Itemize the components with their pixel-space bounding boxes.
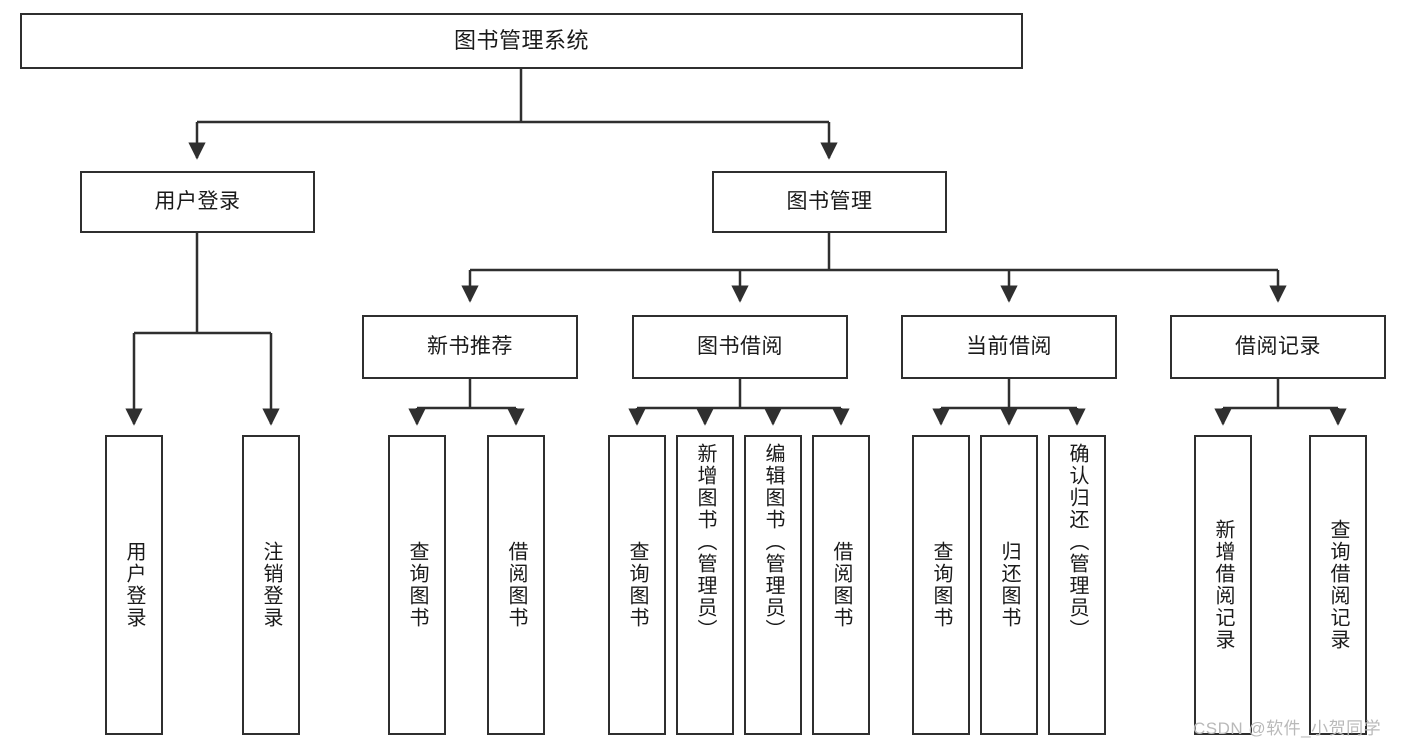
leaf-query-book-3[interactable]: 查询图书 bbox=[912, 435, 970, 735]
node-root-system[interactable]: 图书管理系统 bbox=[20, 13, 1023, 69]
node-label: 用户登录 bbox=[123, 541, 145, 629]
node-label: 图书管理系统 bbox=[453, 28, 589, 54]
leaf-borrow-book-2[interactable]: 借阅图书 bbox=[812, 435, 870, 735]
node-label: 编辑图书（管理员） bbox=[762, 443, 784, 641]
leaf-query-record[interactable]: 查询借阅记录 bbox=[1309, 435, 1367, 735]
leaf-add-book[interactable]: 新增图书（管理员） bbox=[676, 435, 734, 735]
leaf-query-book-2[interactable]: 查询图书 bbox=[608, 435, 666, 735]
node-label: 借阅图书 bbox=[830, 541, 852, 629]
node-borrow-record[interactable]: 借阅记录 bbox=[1170, 315, 1386, 379]
node-label: 查询图书 bbox=[626, 541, 648, 629]
node-book-borrow[interactable]: 图书借阅 bbox=[632, 315, 848, 379]
leaf-borrow-book-1[interactable]: 借阅图书 bbox=[487, 435, 545, 735]
node-label: 用户登录 bbox=[154, 189, 241, 213]
node-new-book-recommend[interactable]: 新书推荐 bbox=[362, 315, 578, 379]
node-label: 图书借阅 bbox=[697, 334, 783, 358]
node-label: 借阅记录 bbox=[1235, 334, 1321, 358]
node-label: 当前借阅 bbox=[966, 334, 1052, 358]
node-user-login[interactable]: 用户登录 bbox=[80, 171, 315, 233]
leaf-edit-book[interactable]: 编辑图书（管理员） bbox=[744, 435, 802, 735]
node-label: 新增借阅记录 bbox=[1212, 519, 1234, 651]
node-label: 借阅图书 bbox=[505, 541, 527, 629]
node-label: 查询图书 bbox=[930, 541, 952, 629]
node-label: 归还图书 bbox=[998, 541, 1020, 629]
node-book-management[interactable]: 图书管理 bbox=[712, 171, 947, 233]
node-label: 确认归还（管理员） bbox=[1066, 443, 1088, 641]
leaf-logout-login[interactable]: 注销登录 bbox=[242, 435, 300, 735]
leaf-confirm-return[interactable]: 确认归还（管理员） bbox=[1048, 435, 1106, 735]
csdn-watermark: CSDN @软件_小贺同学 bbox=[1193, 719, 1382, 738]
node-label: 注销登录 bbox=[260, 541, 282, 629]
node-label: 新增图书（管理员） bbox=[694, 443, 716, 641]
leaf-user-login[interactable]: 用户登录 bbox=[105, 435, 163, 735]
leaf-query-book-1[interactable]: 查询图书 bbox=[388, 435, 446, 735]
node-label: 新书推荐 bbox=[427, 334, 513, 358]
leaf-return-book[interactable]: 归还图书 bbox=[980, 435, 1038, 735]
node-label: 查询借阅记录 bbox=[1327, 519, 1349, 651]
leaf-add-record[interactable]: 新增借阅记录 bbox=[1194, 435, 1252, 735]
node-label: 查询图书 bbox=[406, 541, 428, 629]
node-label: 图书管理 bbox=[786, 189, 873, 213]
node-current-borrow[interactable]: 当前借阅 bbox=[901, 315, 1117, 379]
